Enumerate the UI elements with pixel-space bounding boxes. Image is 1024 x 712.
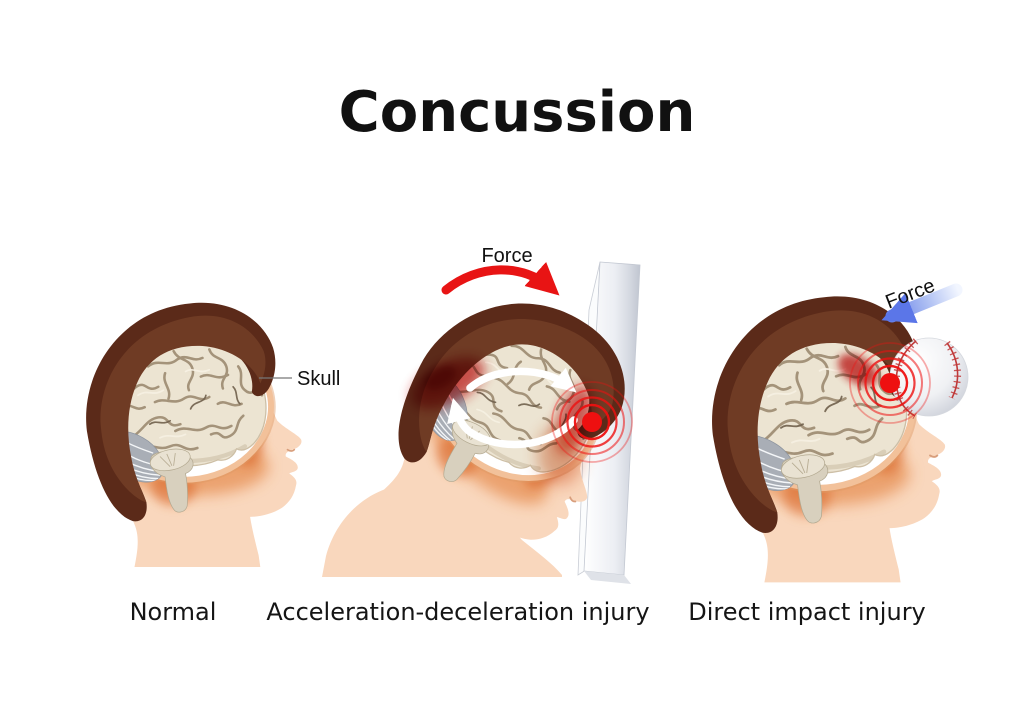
caption-normal: Normal	[130, 598, 217, 626]
brain-rotation-arrows	[447, 367, 578, 449]
panel-acceleration-deceleration: Force	[322, 245, 672, 598]
force-arrow-red	[441, 261, 560, 296]
panel-direct-impact: Force	[712, 275, 969, 583]
wall-bottom-bevel	[584, 571, 631, 584]
head-direct-impact	[712, 296, 945, 582]
panel-normal: Skull	[86, 303, 340, 567]
rotation-arrow-top	[466, 367, 577, 393]
baseball-stitches-right	[944, 340, 962, 400]
force-label-acceleration: Force	[481, 245, 532, 267]
rotation-arrow-bottom	[447, 397, 578, 449]
page-title: Concussion	[339, 80, 696, 145]
caption-direct-impact: Direct impact injury	[688, 598, 926, 626]
head-normal	[86, 303, 301, 567]
skull-label: Skull	[297, 368, 340, 390]
forehead-bruise	[838, 353, 878, 387]
caption-acceleration-deceleration: Acceleration-deceleration injury	[266, 598, 649, 626]
force-arrow-blue	[881, 283, 963, 324]
